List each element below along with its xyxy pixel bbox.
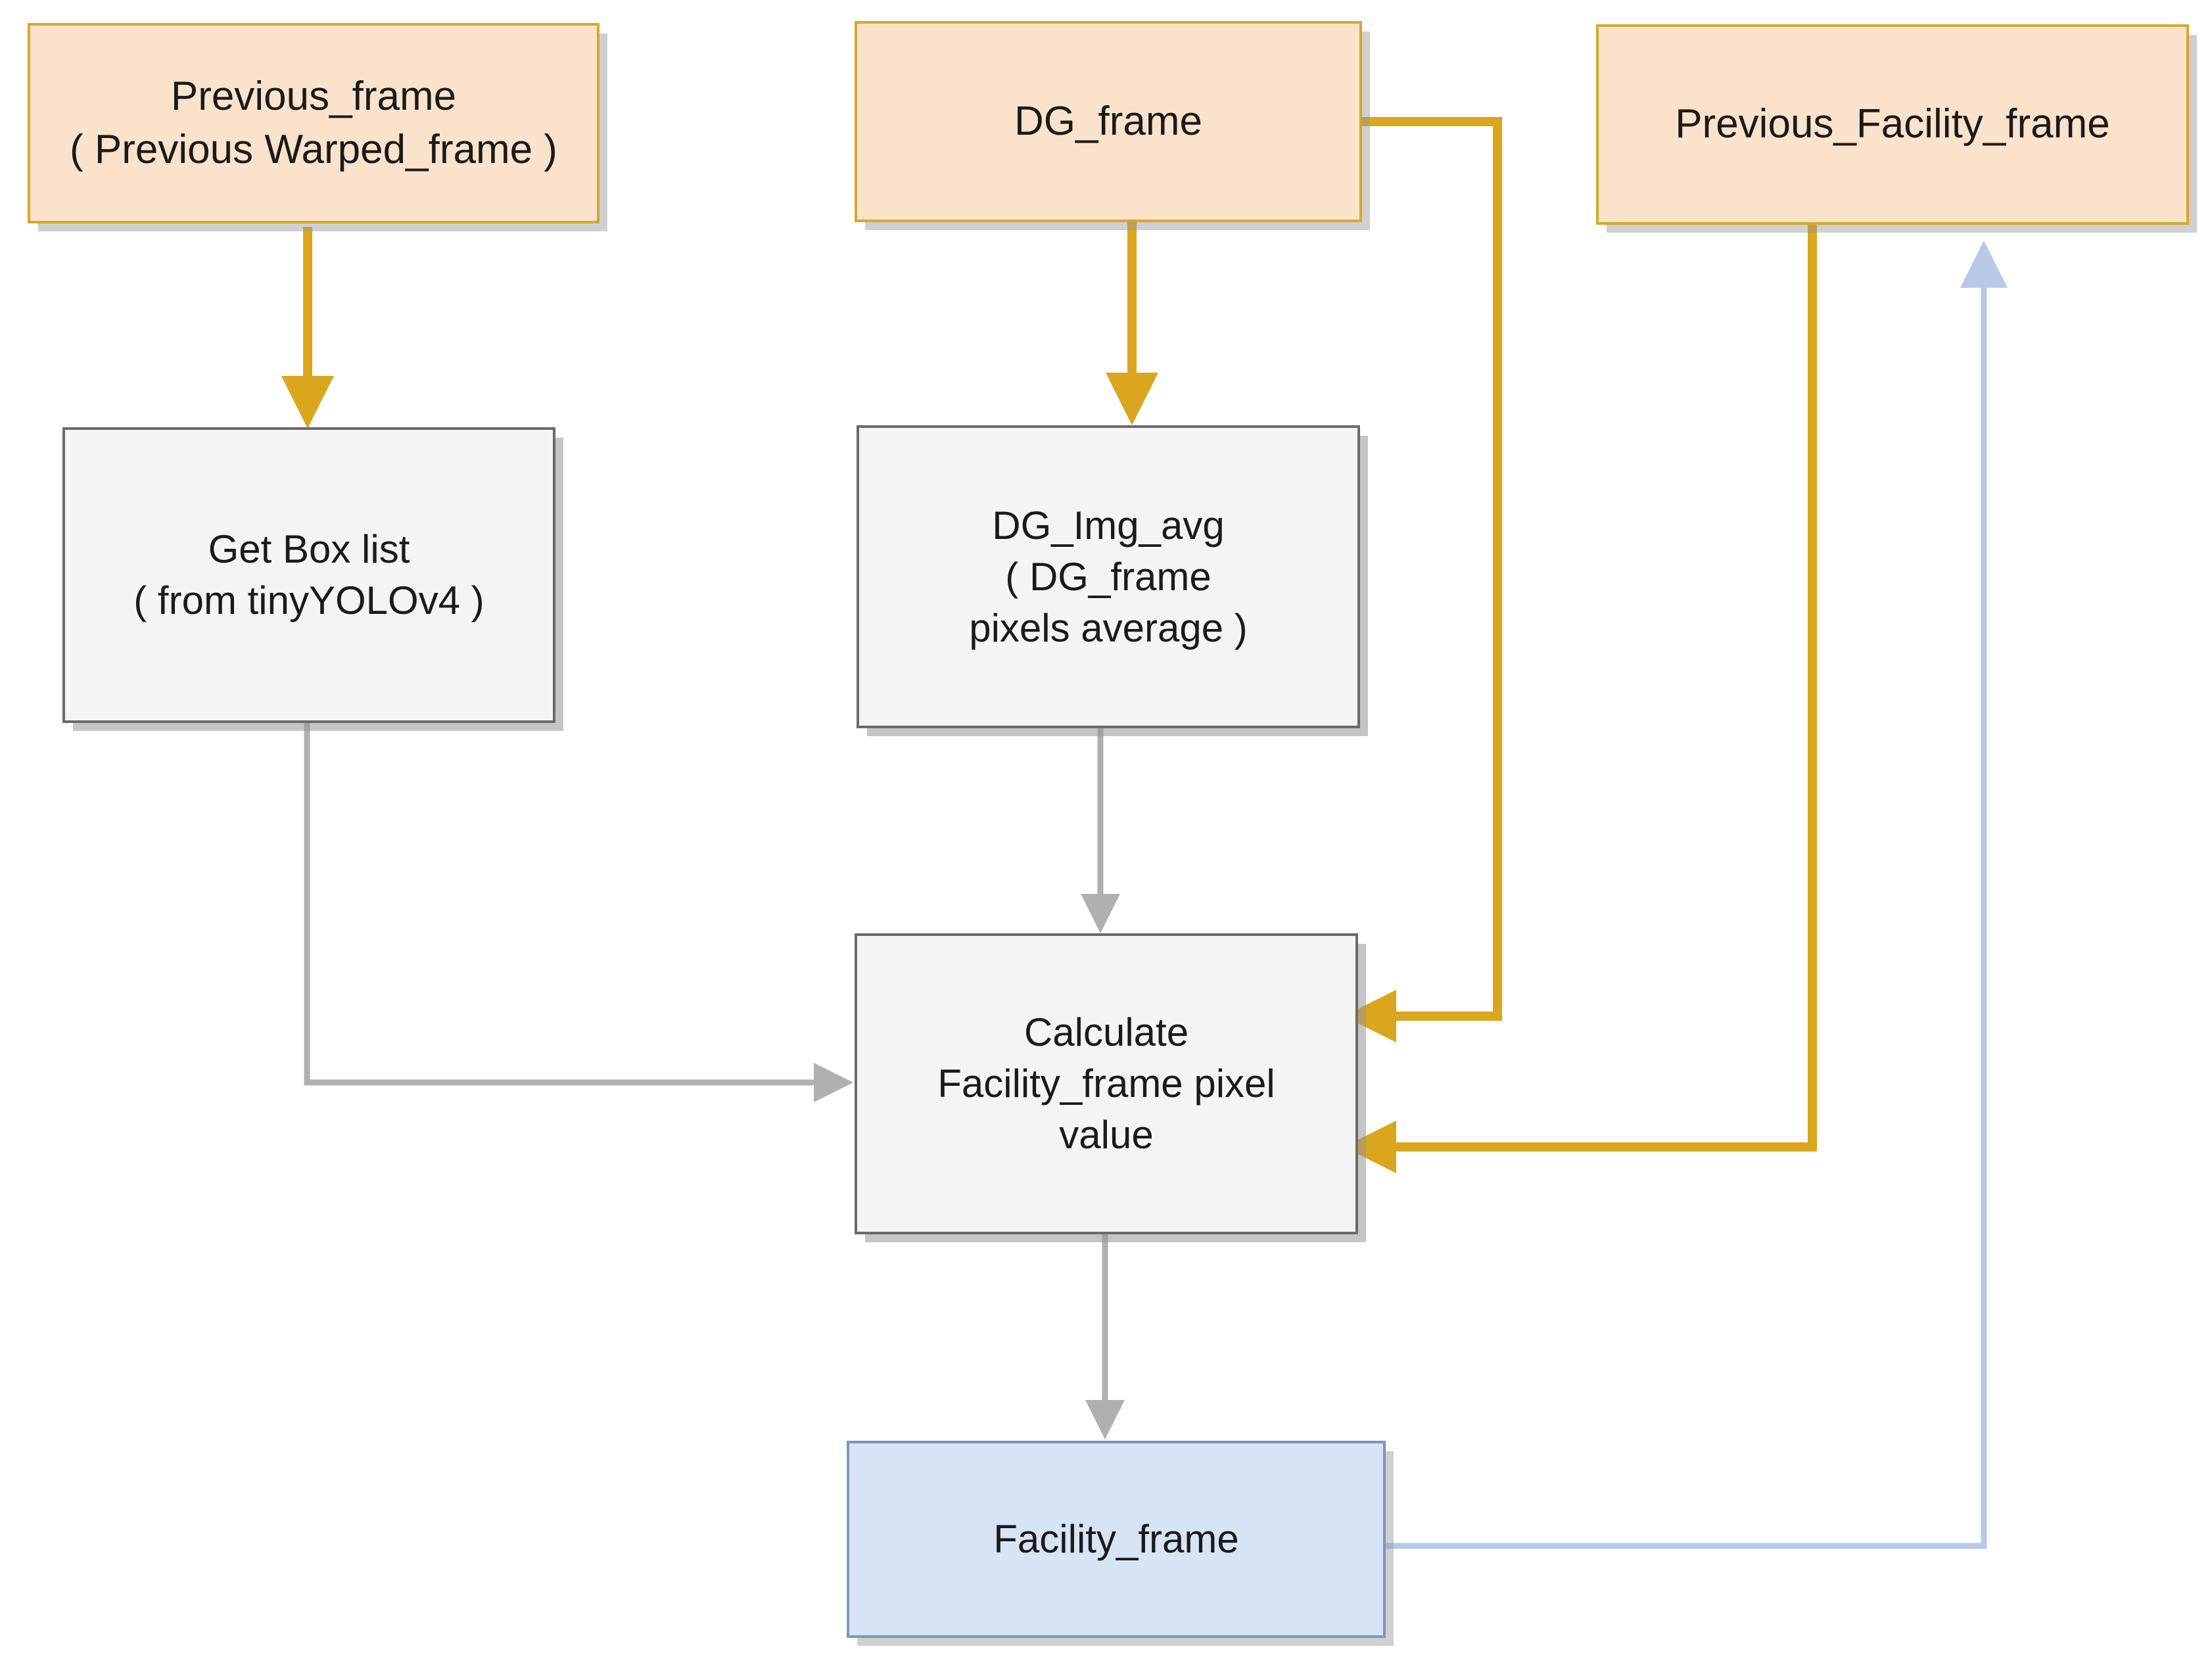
- node-dg-frame[interactable]: DG_frame: [855, 21, 1362, 222]
- node-get-box-list-label: Get Box list ( from tinyYOLOv4 ): [133, 527, 484, 622]
- node-dg-frame-label: DG_frame: [1014, 98, 1202, 144]
- edge-facility-frame-to-previous-facility-frame: [1386, 241, 2008, 1549]
- node-calculate-facility-frame-pixel-value[interactable]: Calculate Facility_frame pixel value: [855, 933, 1358, 1234]
- node-facility-frame-label: Facility_frame: [993, 1517, 1239, 1561]
- edge-previous-frame-to-get-box-list: [281, 227, 334, 429]
- node-previous-facility-frame[interactable]: Previous_Facility_frame: [1596, 24, 2189, 225]
- node-dg-img-avg[interactable]: DG_Img_avg ( DG_frame pixels average ): [857, 425, 1360, 728]
- edge-dg-frame-to-dg-img-avg: [1106, 222, 1158, 425]
- node-get-box-list[interactable]: Get Box list ( from tinyYOLOv4 ): [62, 427, 555, 723]
- node-dg-img-avg-label: DG_Img_avg ( DG_frame pixels average ): [969, 503, 1248, 650]
- edge-dg-frame-to-calculate: [1344, 117, 1502, 1042]
- edge-dg-img-avg-to-calculate: [1081, 728, 1120, 933]
- edge-get-box-list-to-calculate: [304, 723, 853, 1102]
- node-facility-frame[interactable]: Facility_frame: [847, 1441, 1386, 1638]
- edge-calculate-to-facility-frame: [1085, 1234, 1125, 1439]
- edge-previous-facility-frame-to-calculate: [1344, 225, 1817, 1173]
- node-calculate-facility-frame-pixel-value-label: Calculate Facility_frame pixel value: [937, 1010, 1275, 1157]
- node-previous-frame[interactable]: Previous_frame ( Previous Warped_frame ): [28, 23, 600, 223]
- node-previous-frame-label: Previous_frame ( Previous Warped_frame ): [70, 73, 557, 172]
- node-previous-facility-frame-label: Previous_Facility_frame: [1675, 101, 2110, 147]
